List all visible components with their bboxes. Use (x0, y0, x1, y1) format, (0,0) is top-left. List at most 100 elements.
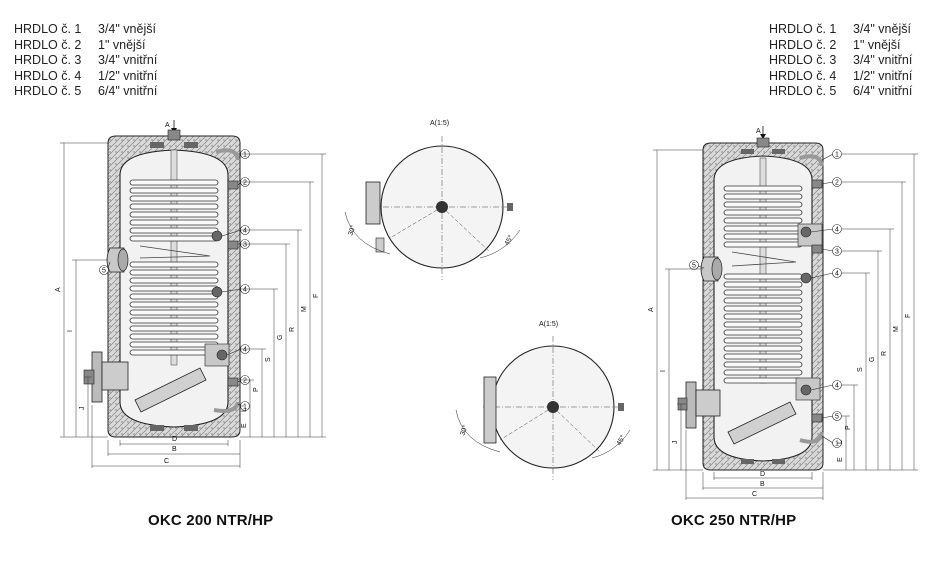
legend-row: HRDLO č. 1 3/4" vnější (769, 22, 912, 38)
callout-5: 5 (102, 268, 106, 275)
callout-2: 2 (835, 180, 839, 187)
dim-P: P (253, 387, 260, 392)
dim-M: M (301, 306, 308, 312)
dimension-labels-right-200: F M R G S P L E (241, 294, 320, 428)
dim-J: J (79, 407, 86, 411)
dim-A: A (648, 307, 655, 312)
legend-size: 3/4" vnější (853, 22, 911, 36)
angle-45: 45° (503, 234, 515, 247)
top-fitting (184, 142, 198, 148)
dimension-lines-right-250 (823, 153, 918, 471)
dim-L: L (837, 440, 844, 444)
tank-200-drawing: A (55, 120, 326, 468)
top-anode-port (167, 129, 181, 141)
angle-30: 30° (346, 224, 357, 237)
center-port (547, 401, 559, 413)
legend-size: 3/4" vnitřní (853, 53, 913, 68)
legend-row: HRDLO č. 2 1" vnější (769, 38, 912, 54)
callout-4: 4 (243, 287, 247, 294)
dim-S: S (265, 357, 272, 362)
dim-B: B (760, 481, 765, 488)
legend-size: 1/2" vnitřní (853, 68, 913, 83)
callout-4: 4 (243, 347, 247, 354)
detail-view-bottom: A(1:5) 30° 45° (455, 321, 631, 480)
legend-size: 1" vnější (853, 37, 901, 52)
legend-row: HRDLO č. 1 3/4" vnější (14, 22, 157, 38)
callout-numbers-200: 1 2 4 3 4 4 2 1 5 (102, 152, 247, 411)
callout-3: 3 (835, 249, 839, 256)
dimension-labels-left-250: A I J D B C (648, 307, 765, 498)
dimension-labels-right-250: F M R G S P L E (837, 314, 912, 462)
legend-row: HRDLO č. 4 1/2" vnitřní (14, 69, 157, 85)
dim-E: E (837, 457, 844, 462)
dim-B: B (172, 446, 177, 453)
callout-2: 2 (243, 378, 247, 385)
legend-size: 1/2" vnitřní (98, 68, 158, 83)
callout-4: 4 (835, 271, 839, 278)
dim-C: C (752, 491, 757, 498)
dimension-lines-left-250 (653, 149, 824, 500)
right-side-ports (204, 148, 240, 413)
section-marker-label: A (165, 122, 170, 129)
callout-4: 4 (835, 383, 839, 390)
dim-M: M (893, 326, 900, 332)
dim-D: D (172, 436, 177, 443)
dim-I: I (67, 330, 74, 332)
legend-size: 3/4" vnitřní (98, 53, 158, 68)
model-title-200: OKC 200 NTR/HP (148, 512, 274, 529)
detail-view-top: A(1:5) 30° 45° (344, 120, 521, 280)
callout-5: 5 (835, 414, 839, 421)
dim-F: F (905, 314, 912, 318)
callout-1: 1 (243, 404, 247, 411)
callout-1: 1 (835, 152, 839, 159)
port-5 (700, 256, 723, 282)
dim-A: A (55, 287, 62, 292)
port-5 (106, 247, 129, 273)
dimension-labels-left-200: A I J D B C (55, 287, 177, 465)
callout-numbers-250: 1 2 4 3 4 4 5 1 5 (692, 152, 839, 448)
dimension-lines-right-200 (240, 153, 326, 438)
legend-name: HRDLO č. 4 (14, 68, 82, 83)
legend-name: HRDLO č. 4 (769, 68, 837, 83)
dim-R: R (881, 351, 888, 356)
heat-exchanger-coil (723, 185, 803, 384)
legend-name: HRDLO č. 1 (14, 22, 82, 36)
dim-E: E (241, 423, 248, 428)
legend-size: 6/4" vnitřní (853, 84, 913, 99)
legend-size: 3/4" vnější (98, 22, 156, 36)
dim-P: P (845, 425, 852, 430)
dim-F: F (313, 294, 320, 298)
legend-name: HRDLO č. 2 (14, 37, 82, 52)
detail-label: A(1:5) (430, 120, 449, 127)
center-port (436, 201, 448, 213)
tank-250-drawing: A (648, 126, 918, 500)
section-marker-top: A (756, 126, 766, 139)
callout-3: 3 (243, 242, 247, 249)
flange-stub (483, 376, 497, 444)
legend-name: HRDLO č. 2 (769, 37, 837, 52)
dim-C: C (164, 458, 169, 465)
dim-I: I (660, 370, 667, 372)
dim-D: D (760, 471, 765, 478)
callout-4: 4 (835, 227, 839, 234)
legend-row: HRDLO č. 3 3/4" vnitřní (769, 53, 912, 69)
legend-name: HRDLO č. 1 (769, 22, 837, 36)
coil-crossover (139, 245, 211, 259)
legend-name: HRDLO č. 3 (769, 53, 837, 68)
dim-R: R (289, 327, 296, 332)
callout-4: 4 (243, 228, 247, 235)
flange-stub (365, 181, 381, 225)
callout-2: 2 (243, 180, 247, 187)
heat-exchanger-coil (129, 179, 219, 356)
legend-name: HRDLO č. 5 (14, 84, 82, 99)
angle-30: 30° (458, 424, 469, 437)
detail-label: A(1:5) (539, 321, 558, 328)
dimension-lines-left-200 (60, 142, 241, 468)
dim-S: S (857, 367, 864, 372)
callout-1: 1 (835, 441, 839, 448)
bottom-fitting (150, 425, 164, 431)
